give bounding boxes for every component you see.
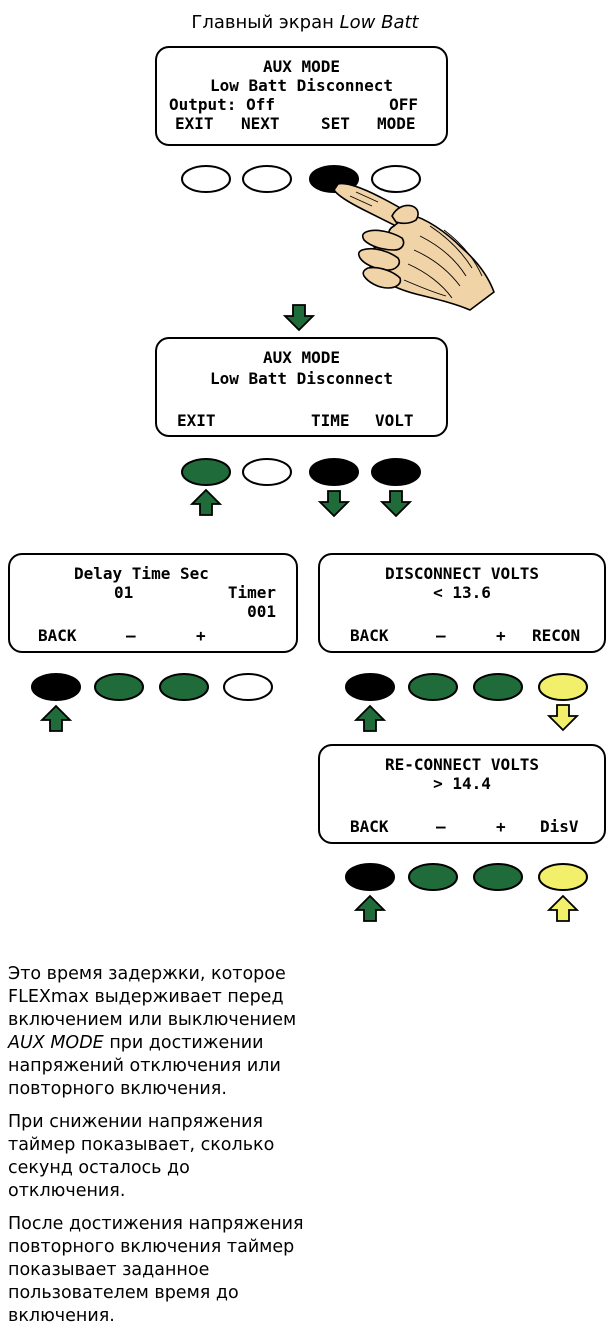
arrow-up-icon	[189, 488, 223, 516]
arrow-down-icon	[282, 304, 316, 332]
reconnect-value: > 14.4	[433, 774, 491, 793]
softkey-minus[interactable]: –	[436, 626, 446, 645]
lcd-line-2: Low Batt Disconnect	[209, 369, 394, 388]
paragraph-text: Это время задержки, которое FLEXmax выде…	[8, 964, 297, 1030]
button-minus[interactable]	[408, 863, 458, 891]
paragraph-text: при достижении напряжений отключения или…	[8, 1033, 281, 1099]
reconnect-title: RE-CONNECT VOLTS	[384, 755, 540, 774]
arrow-up-icon	[39, 704, 73, 732]
button-back[interactable]	[345, 673, 395, 701]
button-time[interactable]	[309, 458, 359, 486]
timer-label: Timer	[227, 583, 276, 602]
page-heading: Главный экран Low Batt	[0, 12, 610, 33]
description-text: Это время задержки, которое FLEXmax выде…	[8, 963, 308, 1338]
button-exit[interactable]	[181, 458, 231, 486]
description-paragraph-3: После достижения напряжения повторного в…	[8, 1214, 304, 1326]
description-paragraph-1: Это время задержки, которое FLEXmax выде…	[8, 963, 308, 1101]
delay-title: Delay Time Sec	[74, 564, 209, 583]
softkey-plus[interactable]: +	[496, 626, 506, 645]
softkey-volt[interactable]: VOLT	[375, 411, 414, 430]
softkey-back[interactable]: BACK	[38, 626, 77, 645]
heading-text: Главный экран	[191, 12, 340, 33]
lcd-line-2: Low Batt Disconnect	[209, 76, 394, 95]
lcd-submenu-screen: AUX MODE Low Batt Disconnect EXIT TIME V…	[155, 337, 448, 437]
softkey-plus[interactable]: +	[196, 626, 206, 645]
output-label: Output: Off	[169, 95, 275, 114]
button-mode[interactable]	[371, 165, 421, 193]
softkey-minus[interactable]: –	[126, 626, 136, 645]
button-next[interactable]	[242, 165, 292, 193]
disconnect-value: < 13.6	[433, 583, 491, 602]
button-exit[interactable]	[181, 165, 231, 193]
softkey-next[interactable]: NEXT	[241, 114, 280, 133]
lcd-reconnect-screen: RE-CONNECT VOLTS > 14.4 BACK – + DisV	[318, 744, 606, 844]
button-volt[interactable]	[371, 458, 421, 486]
pointing-hand-icon	[333, 182, 495, 311]
output-value: OFF	[389, 95, 418, 114]
softkey-exit[interactable]: EXIT	[175, 114, 214, 133]
arrow-down-icon	[546, 704, 580, 732]
delay-value: 01	[114, 583, 134, 602]
diagram-graphics	[31, 165, 588, 922]
softkey-disv[interactable]: DisV	[540, 817, 579, 836]
button-plus[interactable]	[159, 673, 209, 701]
description-paragraph-2: При снижении напряжения таймер показывае…	[8, 1112, 275, 1201]
button-disv[interactable]	[538, 863, 588, 891]
softkey-time[interactable]: TIME	[311, 411, 350, 430]
lcd-disconnect-screen: DISCONNECT VOLTS < 13.6 BACK – + RECON	[318, 553, 606, 653]
softkey-mode[interactable]: MODE	[377, 114, 416, 133]
softkey-exit[interactable]: EXIT	[177, 411, 216, 430]
button-recon[interactable]	[538, 673, 588, 701]
heading-italic: Low Batt	[339, 12, 419, 33]
lcd-line-1: AUX MODE	[262, 57, 341, 76]
arrow-up-icon	[353, 704, 387, 732]
softkey-minus[interactable]: –	[436, 817, 446, 836]
arrow-down-icon	[379, 490, 413, 518]
lcd-delay-screen: Delay Time Sec 01 Timer 001 BACK – +	[8, 553, 298, 653]
button-blank[interactable]	[242, 458, 292, 486]
button-back[interactable]	[345, 863, 395, 891]
paragraph-italic: AUX MODE	[8, 1033, 104, 1053]
button-blank[interactable]	[223, 673, 273, 701]
softkey-back[interactable]: BACK	[350, 626, 389, 645]
softkey-set[interactable]: SET	[321, 114, 350, 133]
button-plus[interactable]	[473, 863, 523, 891]
softkey-plus[interactable]: +	[496, 817, 506, 836]
button-back[interactable]	[31, 673, 81, 701]
button-minus[interactable]	[408, 673, 458, 701]
timer-value: 001	[247, 602, 276, 621]
softkey-back[interactable]: BACK	[350, 817, 389, 836]
button-plus[interactable]	[473, 673, 523, 701]
arrow-up-icon	[546, 894, 580, 922]
softkey-recon[interactable]: RECON	[532, 626, 581, 645]
arrow-up-icon	[353, 894, 387, 922]
lcd-line-1: AUX MODE	[262, 348, 341, 367]
lcd-main-screen: AUX MODE Low Batt Disconnect Output: Off…	[155, 46, 448, 146]
button-minus[interactable]	[94, 673, 144, 701]
disconnect-title: DISCONNECT VOLTS	[384, 564, 540, 583]
arrow-down-icon	[317, 490, 351, 518]
